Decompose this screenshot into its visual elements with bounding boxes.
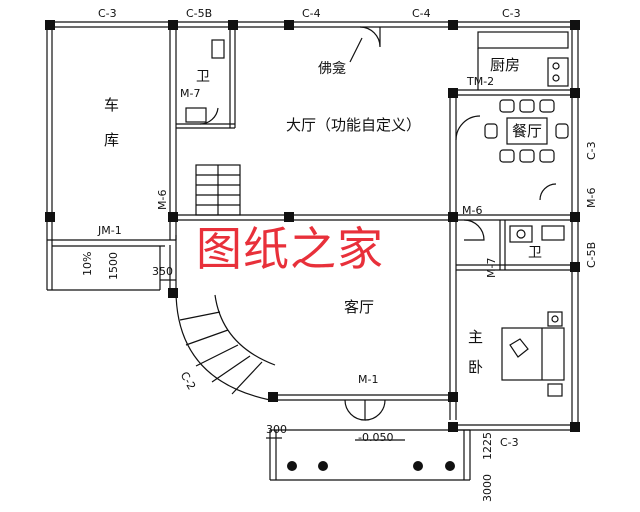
window-c3-bottom: C-3 [500,436,519,449]
buddha-leader [349,37,363,63]
door-m7-b: M-7 [485,257,498,278]
dim-350: 350 [152,265,173,278]
master-bed [501,311,565,397]
dim-slope: 10% [81,251,94,276]
dining-table [484,99,569,163]
door-swings [199,26,557,421]
door-m6-b: M-6 [462,204,483,217]
toilet-2-fixtures [509,225,565,243]
room-garage-char2: 库 [104,131,120,149]
dim-3000: 3000 [481,474,494,502]
spiral-stair [169,235,276,401]
room-toilet-1: 卫 [196,69,210,85]
garage-walls [47,27,177,291]
porch [269,394,471,481]
door-m6-a: M-6 [156,189,169,210]
inner-walls [176,89,572,420]
label-buddha-shrine: 佛龛 [318,61,346,77]
stair-upper [195,164,241,216]
room-dining: 餐厅 [510,122,545,140]
room-master-char1: 主 [468,328,484,346]
toilet-1-walls [176,27,236,129]
dim-1500: 1500 [107,252,120,280]
room-hall: 大厅（功能自定义） [286,116,422,134]
window-c5b-right: C-5B [585,241,598,268]
room-toilet-2: 卫 [528,245,542,261]
room-living: 客厅 [344,298,375,316]
elevation-mark: -0.050 [358,431,394,444]
room-garage-char1: 车 [104,96,120,114]
dim-1225: 1225 [481,432,494,460]
door-m6-right: M-6 [585,187,598,208]
door-jm1: JM-1 [98,224,122,237]
room-master-char2: 卧 [468,358,484,376]
room-kitchen: 厨房 [490,56,521,74]
dim-300: 300 [266,423,287,436]
window-c3-right: C-3 [585,141,598,160]
window-c4-a: C-4 [302,7,321,20]
window-c4-b: C-4 [412,7,431,20]
door-tm2: TM-2 [467,75,495,88]
kitchen-counter [477,31,569,90]
door-m7-a: M-7 [180,87,201,100]
columns [45,20,580,432]
porch-columns [287,461,455,471]
window-c5b-top: C-5B [186,7,213,20]
window-c3-garage: C-3 [98,7,117,20]
door-m1: M-1 [358,373,379,386]
watermark: 图纸之家 [196,222,384,276]
window-c3-kitchen: C-3 [502,7,521,20]
